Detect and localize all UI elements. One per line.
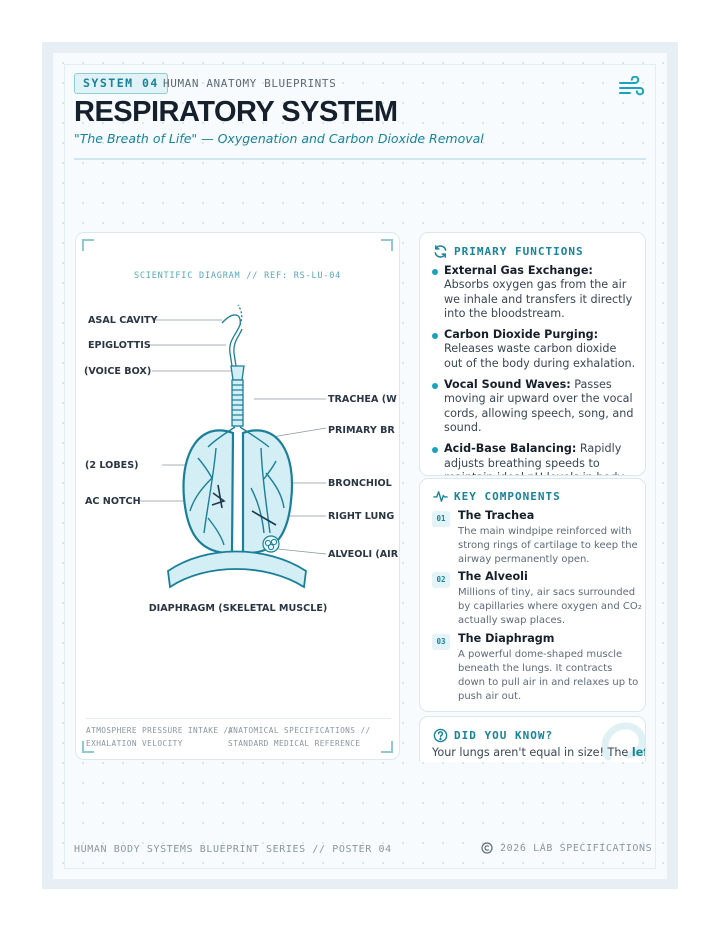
lungs [182, 426, 294, 555]
bullet-dot [432, 383, 438, 390]
corner-mark [381, 741, 393, 753]
list-item: Carbon Dioxide Purging: Releases waste c… [432, 328, 637, 371]
bullet-dot [432, 333, 438, 340]
function-text: Passes moving air upward over the vocal … [444, 378, 634, 434]
alveoli-cluster [262, 535, 280, 553]
bullet-dot [432, 269, 438, 275]
diagram-footer-line: STANDARD MEDICAL REFERENCE [228, 739, 361, 748]
page-title: RESPIRATORY SYSTEM [74, 96, 398, 128]
component-description: A powerful dome-shaped muscle beneath th… [458, 649, 639, 702]
function-name: External Gas Exchange: [444, 264, 593, 277]
component-number: 01 [432, 511, 450, 527]
diagram-footer-left: ATMOSPHERE PRESSURE INTAKE // EXHALATION… [86, 724, 234, 750]
diagram-labels: ASAL CAVITY EPIGLOTTIS (VOICE BOX) (2 LO… [84, 315, 399, 614]
category-label: HUMAN ANATOMY BLUEPRINTS [163, 77, 337, 90]
footer-copyright: 2026 LAB SPECIFICATIONS [481, 842, 652, 854]
diagram-footer-line: ANATOMICAL SPECIFICATIONS // [228, 726, 371, 735]
component-description: The main windpipe reinforced with strong… [458, 526, 638, 565]
diaphragm [167, 550, 307, 589]
list-item: Vocal Sound Waves: Passes moving air upw… [432, 378, 637, 435]
function-text: Absorbs oxygen gas from the air we inhal… [444, 278, 633, 320]
component-name: The Alveoli [458, 570, 528, 583]
function-text: Rapidly adjusts breathing speeds to main… [444, 442, 624, 475]
diagram-footer-right: ANATOMICAL SPECIFICATIONS // STANDARD ME… [228, 724, 371, 750]
copyright-icon [481, 842, 493, 854]
nasal-airway [221, 304, 243, 367]
label-cardiac-notch: AC NOTCH [85, 496, 141, 507]
function-name: Carbon Dioxide Purging: [444, 328, 599, 342]
page-subtitle: "The Breath of Life" — Oxygenation and C… [74, 131, 484, 146]
list-item: External Gas Exchange: Absorbs oxygen ga… [432, 264, 637, 321]
corner-mark [82, 741, 94, 753]
key-components-card: KEY COMPONENTS 01 The Trachea The main w… [419, 478, 646, 712]
functions-list: External Gas Exchange: Absorbs oxygen ga… [432, 264, 637, 475]
diagram-card: SCIENTIFIC DIAGRAM // REF: RS-LU-04 [75, 232, 400, 760]
component-number: 03 [432, 634, 450, 650]
fact-highlight: left [631, 746, 645, 759]
swirl-decoration [601, 722, 645, 761]
corner-mark [82, 239, 94, 251]
component-name: The Diaphragm [458, 632, 555, 645]
header-divider [74, 158, 646, 160]
fact-text: Your lungs aren't equal in size! The [432, 746, 629, 759]
label-nasal-cavity: ASAL CAVITY [88, 315, 159, 326]
component-description: Millions of tiny, air sacs surrounded by… [458, 587, 642, 626]
diagram-footer-line: EXHALATION VELOCITY [86, 739, 183, 748]
trachea [230, 365, 245, 427]
wind-icon [619, 76, 645, 96]
diagram-reference: SCIENTIFIC DIAGRAM // REF: RS-LU-04 [133, 271, 342, 281]
lung-diagram: ASAL CAVITY EPIGLOTTIS (VOICE BOX) (2 LO… [84, 304, 399, 614]
label-voice-box: (VOICE BOX) [84, 366, 151, 377]
refresh-icon [434, 245, 447, 258]
did-you-know-text: Your lungs aren't equal in size! The lef… [432, 746, 645, 759]
question-icon [433, 728, 448, 743]
function-text: Releases waste carbon dioxide out of the… [444, 342, 636, 370]
label-lobes: (2 LOBES) [85, 460, 139, 471]
card-title: DID YOU KNOW? [454, 729, 554, 742]
footer-series-label: HUMAN BODY SYSTEMS BLUEPRINT SERIES // P… [74, 844, 392, 855]
label-alveoli: ALVEOLI (AIR [328, 549, 399, 560]
list-item: Acid-Base Balancing: Rapidly adjusts bre… [432, 442, 637, 475]
component-name: The Trachea [458, 509, 535, 522]
did-you-know-card: DID YOU KNOW? Your lungs aren't equal in… [419, 716, 646, 762]
function-name: Acid-Base Balancing: [444, 442, 577, 456]
label-diaphragm: DIAPHRAGM (SKELETAL MUSCLE) [149, 603, 328, 614]
card-title: PRIMARY FUNCTIONS [454, 245, 584, 258]
label-bronchioles: BRONCHIOL [328, 478, 392, 489]
corner-mark [381, 239, 393, 251]
system-badge: SYSTEM 04 [74, 73, 168, 94]
function-name: Vocal Sound Waves: [444, 378, 571, 392]
component-number: 02 [432, 572, 450, 588]
label-right-lung: RIGHT LUNG [328, 511, 394, 522]
bullet-dot [432, 447, 438, 454]
card-title: KEY COMPONENTS [454, 490, 561, 503]
label-epiglottis: EPIGLOTTIS [88, 340, 151, 351]
label-primary-bronchi: PRIMARY BR [328, 425, 395, 436]
diagram-footer-line: ATMOSPHERE PRESSURE INTAKE // [86, 726, 234, 735]
primary-functions-card: PRIMARY FUNCTIONS External Gas Exchange:… [419, 232, 646, 476]
label-trachea: TRACHEA (W [328, 394, 397, 405]
poster-inner-frame [64, 64, 656, 869]
diagram-footer-divider [86, 718, 391, 719]
footer-copyright-text: 2026 LAB SPECIFICATIONS [500, 842, 653, 854]
pulse-icon [433, 491, 448, 502]
